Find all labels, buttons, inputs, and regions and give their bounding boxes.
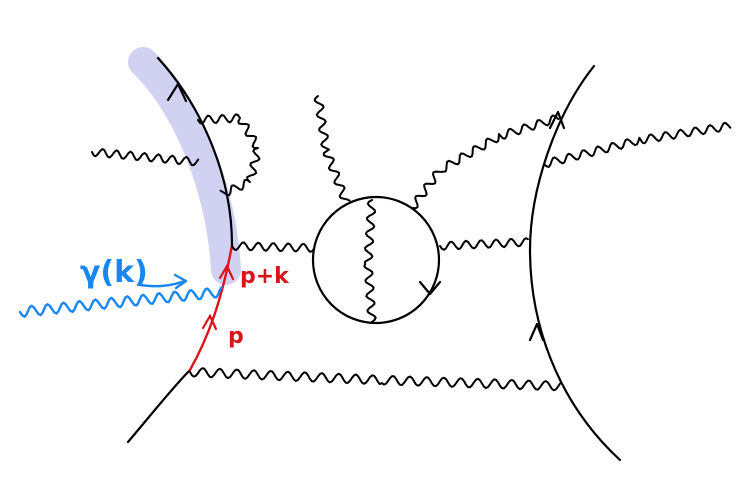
highlight-band bbox=[128, 47, 241, 285]
fermion-loop bbox=[311, 195, 441, 325]
right-fermion-arrow-icon-lower bbox=[528, 322, 545, 342]
photon-bottom bbox=[189, 367, 562, 392]
fermion-arrow-icon bbox=[166, 82, 188, 103]
photon-lines bbox=[91, 95, 732, 392]
incoming-photon bbox=[18, 286, 223, 319]
left-fermion-red bbox=[188, 243, 234, 372]
red-arrow-icon-upper bbox=[218, 263, 235, 281]
photon-loop-to-right-upper bbox=[411, 114, 560, 210]
red-arrow-icon-lower bbox=[201, 313, 218, 331]
photon-self-energy-loop bbox=[197, 113, 261, 197]
momentum-out-label: p+k bbox=[240, 264, 290, 289]
photon-loop-to-right bbox=[439, 237, 529, 251]
photon-external-left bbox=[91, 148, 200, 167]
photon-upper-middle bbox=[313, 95, 351, 202]
photon-to-loop-left bbox=[231, 241, 315, 253]
left-fermion-upper bbox=[156, 56, 234, 247]
momentum-in-label: p bbox=[228, 324, 244, 349]
loop-arrow-icon bbox=[418, 280, 442, 296]
left-fermion-lower bbox=[126, 368, 192, 444]
right-fermion-arrow-icon-upper bbox=[548, 110, 566, 130]
right-fermion bbox=[528, 64, 622, 462]
photon-arrow-icon bbox=[138, 273, 188, 290]
photon-label: γ(k) bbox=[80, 255, 148, 290]
photon-external-right bbox=[543, 121, 732, 168]
photon-inside-loop bbox=[363, 199, 377, 323]
